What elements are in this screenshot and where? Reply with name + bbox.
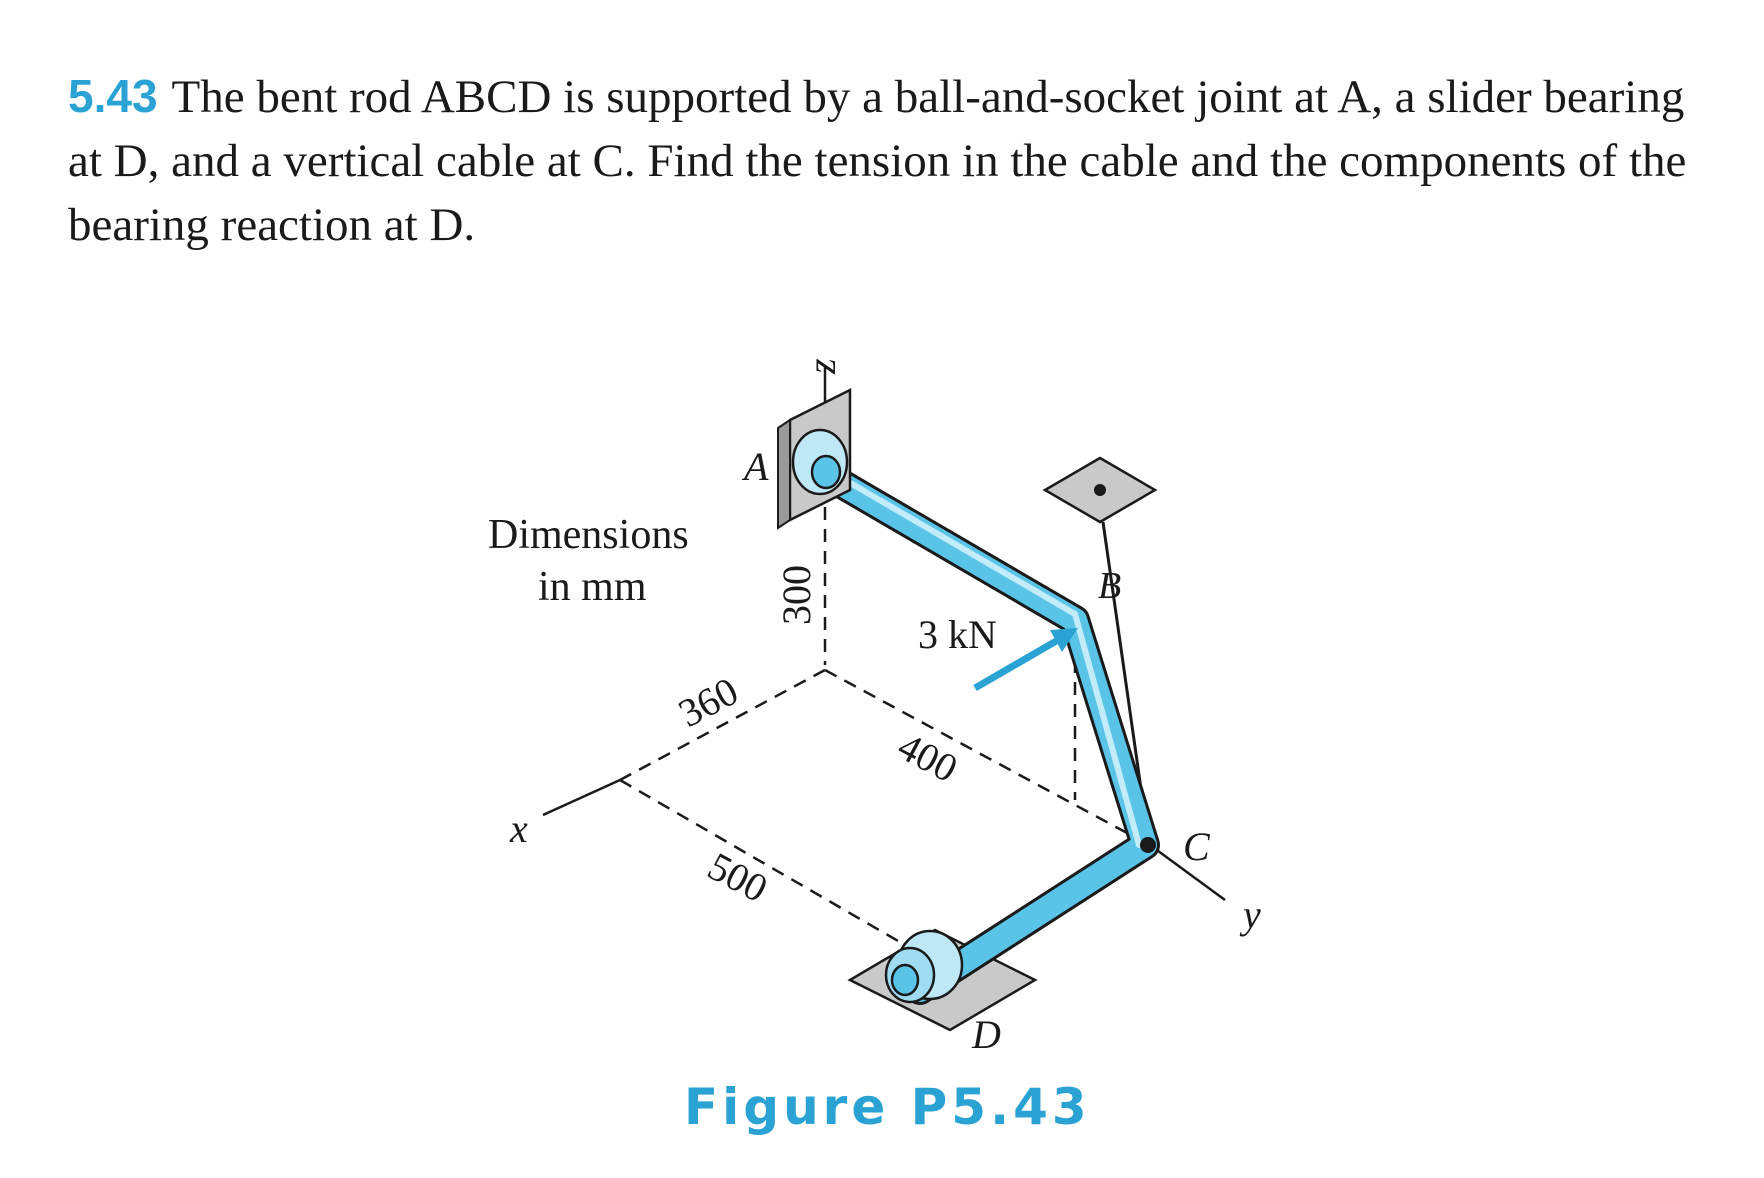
- dim-line-360: [619, 668, 826, 782]
- axis-y-label: y: [1239, 892, 1261, 937]
- problem-number: 5.43: [68, 70, 158, 122]
- joint-c-dot: [1140, 837, 1156, 853]
- rod-highlight: [832, 471, 1142, 848]
- force-label: 3 kN: [918, 612, 997, 657]
- force-arrow-shaft: [973, 636, 1060, 692]
- dim-line-400: [824, 668, 1141, 842]
- force-arrow-head: [1050, 628, 1078, 652]
- axis-x-label: x: [509, 806, 528, 851]
- dim-360-label: 360: [671, 668, 745, 736]
- ball-socket-joint: [777, 387, 852, 530]
- point-a-label: A: [741, 444, 769, 489]
- point-c-label: C: [1183, 824, 1211, 869]
- dim-300-label: 300: [774, 565, 819, 625]
- force-arrow: [973, 628, 1078, 692]
- bearing-inner: [890, 963, 920, 997]
- cable-anchor-point: [1094, 484, 1106, 496]
- socket-mount-back: [777, 418, 791, 530]
- dim-line-500: [619, 778, 906, 947]
- problem-text: The bent rod ABCD is supported by a ball…: [68, 71, 1687, 251]
- socket-ball: [810, 454, 842, 490]
- x-axis: [542, 778, 621, 817]
- point-d-label: D: [971, 1012, 1001, 1057]
- dim-400-label: 400: [891, 723, 965, 791]
- figure-caption: Figure P5.43: [684, 1078, 1091, 1136]
- dimension-lines: [619, 485, 1141, 947]
- axis-z-label: z: [799, 358, 844, 375]
- y-axis-segment: [1149, 843, 1226, 902]
- point-b-label: B: [1098, 565, 1121, 607]
- dimensions-note-line1: Dimensions: [488, 512, 689, 558]
- cable-support: [1042, 456, 1158, 846]
- dimensions-note-line2: in mm: [538, 564, 647, 610]
- bearing-housing: [884, 929, 964, 1004]
- bent-rod: [820, 465, 1160, 1005]
- dim-500-label: 500: [701, 843, 775, 911]
